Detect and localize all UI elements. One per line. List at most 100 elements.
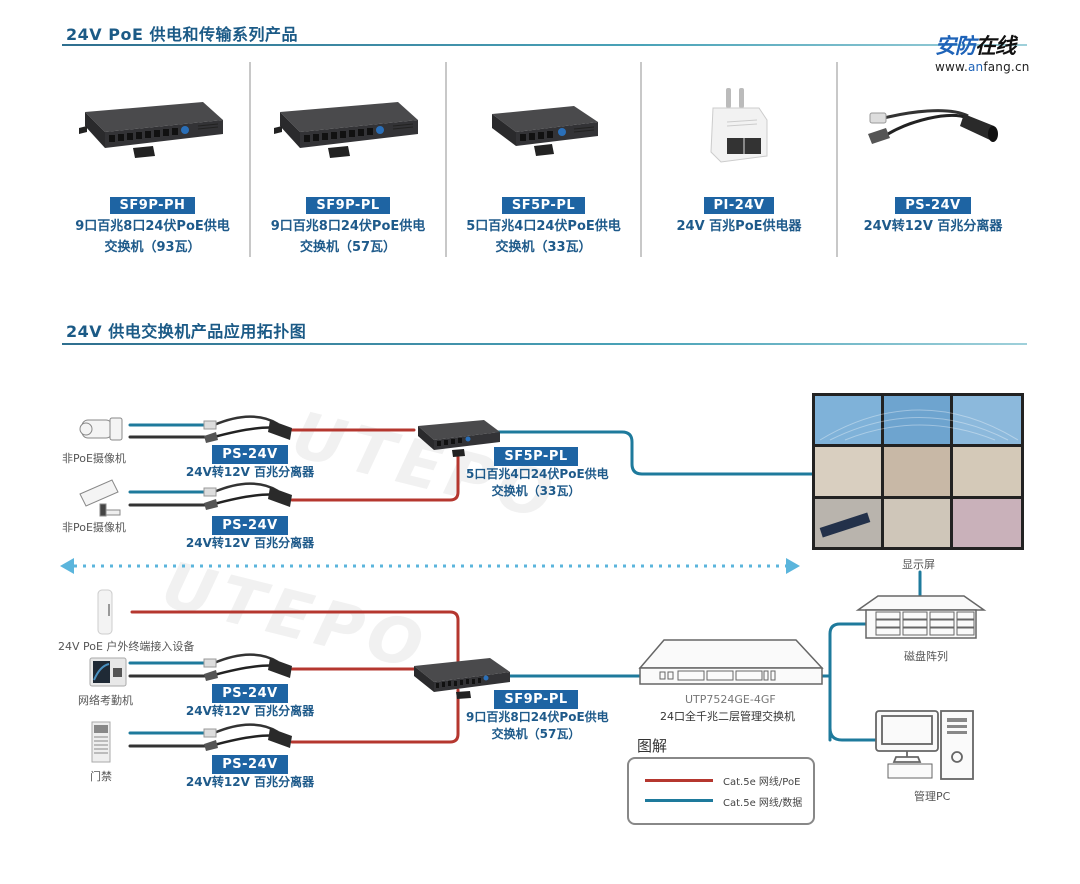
poe-switch-9port-icon bbox=[78, 102, 223, 158]
desc-line1: 9口百兆8口24伏PoE供电 bbox=[270, 219, 426, 234]
splitter-desc: 24V转12V 百兆分离器 bbox=[185, 775, 315, 789]
product-card-ps-24v[interactable]: PS-24V 24V转12V 百兆分离器 bbox=[838, 62, 1028, 257]
switch-bottom-label: SF9P-PL 9口百兆8口24伏PoE供电 交换机（57瓦） bbox=[466, 690, 609, 743]
switch-desc-line1: 9口百兆8口24伏PoE供电 bbox=[466, 710, 609, 724]
product-model-tag: SF9P-PH bbox=[56, 194, 249, 214]
switch-desc-line2: 交换机（33瓦） bbox=[491, 484, 581, 498]
splitter-label: PS-24V 24V转12V 百兆分离器 bbox=[180, 755, 320, 791]
data-line bbox=[496, 430, 814, 476]
poe-switch-5port-icon bbox=[491, 106, 598, 156]
sf5p-pl-switch-icon bbox=[418, 420, 500, 457]
url-suffix: fang.cn bbox=[983, 60, 1030, 74]
core-switch-icon bbox=[638, 639, 824, 685]
product-card-sf5p-pl[interactable]: SF5P-PL 5口百兆4口24伏PoE供电 交换机（33瓦） bbox=[447, 62, 640, 257]
legend-swatch-data bbox=[645, 799, 713, 802]
splitter-desc: 24V转12V 百兆分离器 bbox=[185, 704, 315, 718]
product-divider bbox=[249, 62, 251, 257]
splitter-model-tag: PS-24V bbox=[212, 516, 288, 535]
data-line bbox=[828, 622, 868, 742]
model-label: PI-24V bbox=[703, 197, 775, 214]
device-label-mgmt-pc: 管理PC bbox=[914, 790, 951, 803]
legend-label-poe: Cat.5e 网线/PoE bbox=[723, 777, 801, 788]
separator-arrow bbox=[60, 558, 800, 574]
legend-title: 图解 bbox=[637, 737, 668, 755]
access-control-icon bbox=[91, 721, 111, 763]
switch-top-label: SF5P-PL 5口百兆4口24伏PoE供电 交换机（33瓦） bbox=[466, 447, 609, 500]
splitter-icon bbox=[203, 723, 292, 751]
core-switch-model: UTP7524GE-4GF bbox=[685, 693, 776, 706]
splitter-label: PS-24V 24V转12V 百兆分离器 bbox=[180, 684, 320, 720]
product-description: 9口百兆8口24伏PoE供电 交换机（57瓦） bbox=[251, 216, 445, 258]
section-divider bbox=[62, 343, 1027, 345]
video-wall-display bbox=[812, 393, 1024, 550]
splitter-desc: 24V转12V 百兆分离器 bbox=[185, 536, 315, 550]
management-pc-icon bbox=[875, 710, 974, 780]
product-divider bbox=[445, 62, 447, 257]
device-label-access-control: 门禁 bbox=[90, 770, 112, 783]
arrow-right-icon bbox=[786, 558, 800, 574]
sf9p-pl-switch-icon bbox=[414, 658, 510, 699]
logo-text-blue: 安防 bbox=[935, 34, 976, 58]
poe-switch-9port-icon bbox=[274, 102, 418, 158]
switch-desc-line1: 5口百兆4口24伏PoE供电 bbox=[466, 467, 609, 481]
display-panel bbox=[815, 396, 1021, 547]
desc-line2: 交换机（33瓦） bbox=[495, 240, 592, 255]
product-description: 24V转12V 百兆分离器 bbox=[838, 216, 1028, 237]
logo-text-black: 在线 bbox=[975, 34, 1016, 58]
splitter-label: PS-24V 24V转12V 百兆分离器 bbox=[180, 445, 320, 481]
poe-line bbox=[130, 610, 460, 667]
switch-model-tag: SF5P-PL bbox=[494, 447, 578, 466]
desc-line1: 24V转12V 百兆分离器 bbox=[863, 219, 1003, 234]
bullet-camera-icon bbox=[79, 417, 123, 441]
product-model-tag: SF5P-PL bbox=[447, 194, 640, 214]
model-label: PS-24V bbox=[895, 197, 971, 214]
model-label: SF9P-PL bbox=[306, 197, 390, 214]
splitter-model-tag: PS-24V bbox=[212, 445, 288, 464]
product-card-sf9p-pl[interactable]: SF9P-PL 9口百兆8口24伏PoE供电 交换机（57瓦） bbox=[251, 62, 445, 257]
legend: Cat.5e 网线/PoE Cat.5e 网线/数据 bbox=[627, 757, 815, 825]
url-prefix: www. bbox=[935, 60, 968, 74]
disk-array-icon bbox=[855, 595, 987, 639]
splitter-label: PS-24V 24V转12V 百兆分离器 bbox=[180, 516, 320, 552]
splitter-desc: 24V转12V 百兆分离器 bbox=[185, 465, 315, 479]
core-switch-desc: 24口全千兆二层管理交换机 bbox=[660, 710, 795, 723]
device-label-attendance: 网络考勤机 bbox=[78, 694, 133, 707]
device-label-camera2: 非PoE摄像机 bbox=[62, 521, 126, 534]
product-divider bbox=[836, 62, 838, 257]
device-label-display: 显示屏 bbox=[902, 558, 935, 571]
desc-line1: 9口百兆8口24伏PoE供电 bbox=[75, 219, 230, 234]
desc-line1: 5口百兆4口24伏PoE供电 bbox=[466, 219, 621, 234]
outdoor-ap-icon bbox=[97, 589, 113, 635]
splitter-icon bbox=[203, 482, 292, 510]
model-label: SF9P-PH bbox=[109, 197, 196, 214]
poe-splitter-icon bbox=[868, 109, 998, 144]
desc-line1: 24V 百兆PoE供电器 bbox=[676, 219, 802, 234]
legend-label-data: Cat.5e 网线/数据 bbox=[723, 798, 803, 809]
product-description: 9口百兆8口24伏PoE供电 交换机（93瓦） bbox=[56, 216, 249, 258]
device-label-outdoor-ap: 24V PoE 户外终端接入设备 bbox=[58, 640, 195, 653]
data-line bbox=[828, 674, 878, 742]
logo-wordmark: 安防在线 bbox=[935, 34, 1055, 58]
product-description: 5口百兆4口24伏PoE供电 交换机（33瓦） bbox=[447, 216, 640, 258]
poe-injector-icon bbox=[710, 88, 768, 163]
logo-url: www.anfang.cn bbox=[935, 60, 1055, 74]
switch-model-tag: SF9P-PL bbox=[494, 690, 578, 709]
anfang-logo[interactable]: 安防在线 www.anfang.cn bbox=[935, 34, 1055, 74]
url-highlight: an bbox=[967, 60, 984, 74]
device-label-camera1: 非PoE摄像机 bbox=[62, 452, 126, 465]
poe-line bbox=[290, 453, 460, 502]
desc-line2: 交换机（93瓦） bbox=[104, 240, 201, 255]
product-model-tag: PS-24V bbox=[838, 194, 1028, 214]
section-divider bbox=[62, 44, 1027, 46]
attendance-machine-icon bbox=[89, 657, 127, 687]
box-camera-icon bbox=[79, 479, 121, 517]
product-card-sf9p-ph[interactable]: SF9P-PH 9口百兆8口24伏PoE供电 交换机（93瓦） bbox=[56, 62, 249, 257]
product-model-tag: SF9P-PL bbox=[251, 194, 445, 214]
product-divider bbox=[640, 62, 642, 257]
model-label: SF5P-PL bbox=[501, 197, 586, 214]
device-label-disk-array: 磁盘阵列 bbox=[904, 650, 948, 663]
desc-line2: 交换机（57瓦） bbox=[299, 240, 397, 255]
product-description: 24V 百兆PoE供电器 bbox=[642, 216, 836, 237]
product-card-pi-24v[interactable]: PI-24V 24V 百兆PoE供电器 bbox=[642, 62, 836, 257]
